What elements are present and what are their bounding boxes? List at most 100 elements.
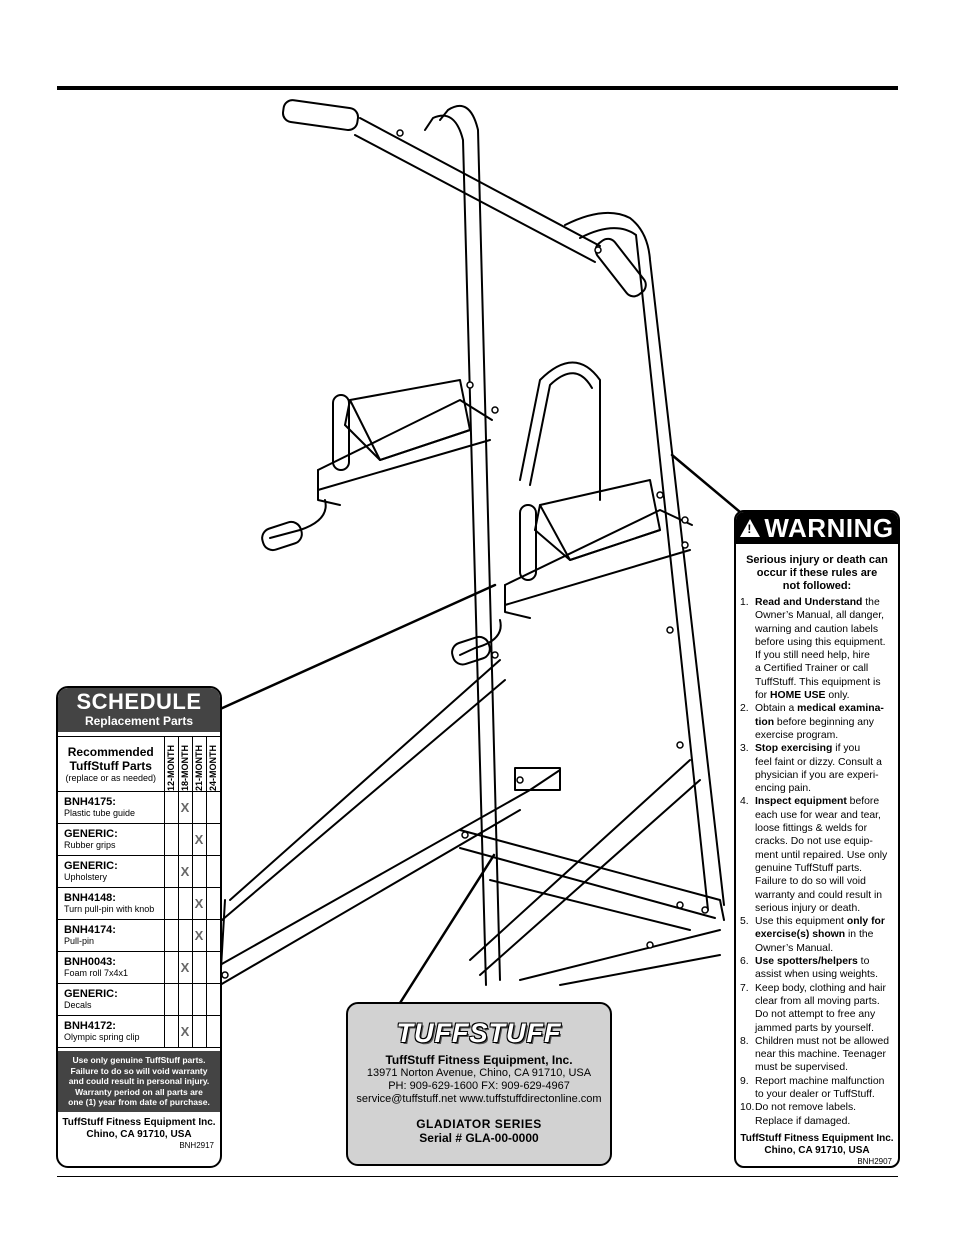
month-label: 21-MONTH [194,744,204,791]
plate-phone: PH: 909-629-1600 FX: 909-629-4967 [388,1080,570,1092]
warning-rule-text: Keep body, clothing and hair [755,982,886,995]
part-cell: BNH0043:Foam roll 7x4x1 [58,951,165,984]
warning-emphasis: Stop exercising [755,743,833,755]
warning-rule-line: warranty and could result in [740,889,892,902]
interval-mark [163,1015,179,1048]
part-name: Rubber grips [64,840,116,850]
warning-text: Do not attempt to free any [755,1009,876,1021]
warning-text: If you still need help, hire [755,650,870,662]
schedule-footer: TuffStuff Fitness Equipment Inc. Chino, … [58,1117,220,1141]
warning-rule-line: near this machine. Teenager [740,1048,892,1061]
warning-intro-line: Serious injury or death can [746,554,888,566]
warning-rule-line: encing pain. [740,782,892,795]
interval-mark [205,791,220,824]
warning-rule-line: Owner’s Manual. [740,942,892,955]
warning-rule-line: TuffStuff. This equipment is [740,676,892,689]
warning-text: physician if you are experi- [755,769,879,781]
interval-mark [163,791,179,824]
schedule-warning-line: Failure to do so will void warranty [70,1065,208,1076]
warning-rule-text: Owner’s Manual, all danger, [755,609,884,622]
plate-serial: Serial # GLA-00-0000 [419,1131,539,1145]
interval-mark: X [191,919,207,952]
interval-mark: X [177,791,193,824]
part-cell: BNH4148:Turn pull-pin with knob [58,887,165,920]
warning-rule-number [740,1115,755,1128]
warning-rule-line: feel faint or dizzy. Consult a [740,756,892,769]
month-label: 18-MONTH [180,744,190,791]
warning-rule-number [740,662,755,675]
warning-rule-line: clear from all moving parts. [740,995,892,1008]
part-name: Olympic spring clip [64,1032,140,1042]
interval-mark [191,791,207,824]
warning-rule-line: each use for wear and tear, [740,809,892,822]
warning-text: assist when using weights. [755,969,879,981]
warning-header: ! WARNING [736,512,898,544]
warning-text: to [857,956,870,968]
warning-text: in the [845,929,874,941]
warning-rule-text: serious injury or death. [755,902,860,915]
warning-rule-text: Replace if damaged. [755,1115,850,1128]
warning-rule-number: 10. [740,1102,755,1114]
month-header: 12-MONTH [163,736,179,792]
warning-rule-number [740,809,755,822]
warning-icon-glyph: ! [747,522,752,536]
interval-mark: X [177,951,193,984]
warning-emphasis: Inspect equipment [755,796,847,808]
warning-rule-number: 9. [740,1075,749,1087]
warning-text: Owner’s Manual, all danger, [755,610,884,622]
warning-rule-number [740,623,755,636]
part-code: GENERIC: [64,988,118,1000]
warning-rule-line: 6.Use spotters/helpers to [740,955,892,968]
warning-text: Failure to do so will void [755,876,866,888]
top-rule [57,86,898,90]
warning-intro-line: occur if these rules are [756,567,878,579]
warning-text: Children must not be allowed [755,1035,889,1047]
warning-rule-text: Use spotters/helpers to [755,955,869,968]
warning-rule-text: Inspect equipment before [755,795,879,808]
serial-plate: TUFFSTUFF TuffStuff Fitness Equipment, I… [346,1002,612,1166]
warning-intro-line: not followed: [782,580,852,592]
warning-rule-number [740,729,755,742]
plate-web: service@tuffstuff.net www.tuffstuffdirec… [356,1093,602,1105]
part-name: Foam roll 7x4x1 [64,968,129,978]
warning-rule-line: Do not attempt to free any [740,1008,892,1021]
warning-rule-text: Failure to do so will void [755,875,866,888]
schedule-warning: Use only genuine TuffStuff parts. Failur… [58,1051,220,1112]
warning-rule-text: for HOME USE only. [755,689,850,702]
part-code: GENERIC: [64,860,118,872]
warning-rule-text: to your dealer or TuffStuff. [755,1088,875,1101]
warning-rule-text: exercise program. [755,729,838,742]
warning-rule-number: 2. [740,703,749,715]
warning-rule-number [740,849,755,862]
interval-mark [191,1015,207,1048]
warning-text: before [846,796,880,808]
warning-title: WARNING [764,512,894,543]
schedule-title: SCHEDULE [76,689,202,714]
warning-text: Do not remove labels. [755,1102,857,1114]
warning-text: jammed parts by yourself. [755,1022,874,1034]
warning-rule-text: tion before beginning any [755,716,874,729]
warning-rule-text: feel faint or dizzy. Consult a [755,756,882,769]
warning-rule-line: Failure to do so will void [740,875,892,888]
part-name: Turn pull-pin with knob [64,904,155,914]
schedule-footer-line: Chino, CA 91710, USA [86,1128,192,1140]
warning-rule-text: a Certified Trainer or call [755,662,868,675]
warning-text: serious injury or death. [755,902,861,914]
warning-rule-text: assist when using weights. [755,968,878,981]
warning-rule-line: 5.Use this equipment only for [740,915,892,928]
plate-series: GLADIATOR SERIES [416,1117,542,1131]
warning-rule-number [740,636,755,649]
warning-rule-text: Obtain a medical examina- [755,702,884,715]
interval-mark [191,855,207,888]
part-code: BNH4172: [64,1020,116,1032]
schedule-part-row: GENERIC:Decals [58,983,220,1016]
warning-rule-line: before using this equipment. [740,636,892,649]
warning-rule-number [740,676,755,689]
warning-rule-text: exercise(s) shown in the [755,928,873,941]
warning-rule-line: must be supervised. [740,1061,892,1074]
warning-rule-number [740,995,755,1008]
